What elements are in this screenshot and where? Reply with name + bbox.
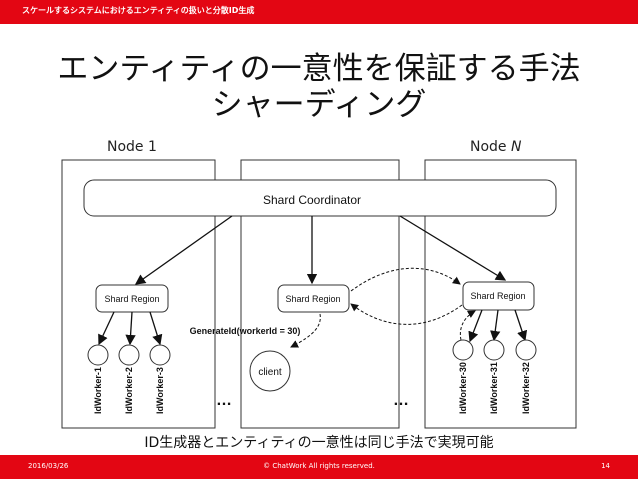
slide-title: エンティティの一意性を保証する手法 bbox=[57, 51, 581, 87]
footer-bar: 2016/03/26 © ChatWork All rights reserve… bbox=[0, 455, 638, 479]
client-response-dashed-arrow bbox=[290, 313, 321, 348]
worker-3-circle bbox=[149, 344, 171, 366]
footer-date: 2016/03/26 bbox=[28, 462, 69, 470]
region-n-to-worker-31-arrow bbox=[490, 309, 501, 342]
worker-32-circle bbox=[515, 339, 537, 361]
region-1-to-worker-2-arrow bbox=[125, 311, 136, 346]
shard-region-1-label: Shard Region bbox=[104, 294, 159, 304]
region-to-region-n-dashed-arrow bbox=[350, 267, 461, 292]
worker-3-label: IdWorker-3 bbox=[155, 367, 165, 414]
worker-2-label: IdWorker-2 bbox=[124, 367, 134, 414]
worker-2-circle bbox=[118, 344, 140, 366]
client-label: client bbox=[258, 367, 282, 378]
coordinator-to-region-n-arrow bbox=[399, 215, 507, 281]
generate-id-call-label: GenerateId(workerId = 30) bbox=[190, 326, 301, 336]
node-n-box bbox=[424, 159, 577, 429]
slide-caption: ID生成器とエンティティの一意性は同じ手法で実現可能 bbox=[144, 435, 494, 451]
worker-30-label: IdWorker-30 bbox=[458, 362, 468, 414]
worker-31-label: IdWorker-31 bbox=[489, 362, 499, 414]
region-1-to-worker-3-arrow bbox=[149, 311, 163, 346]
coordinator-to-region-1-arrow bbox=[134, 215, 233, 285]
shard-region-2-label: Shard Region bbox=[285, 294, 340, 304]
header-subtitle: スケールするシステムにおけるエンティティの扱いと分散ID生成 bbox=[22, 6, 255, 15]
worker-32-label: IdWorker-32 bbox=[521, 362, 531, 414]
page-number: 14 bbox=[601, 462, 610, 470]
node-1-label: Node 1 bbox=[107, 139, 157, 155]
shard-region-n bbox=[462, 281, 535, 311]
shard-coordinator-label: Shard Coordinator bbox=[263, 193, 361, 207]
worker-30-to-region-n-dashed-arrow bbox=[459, 310, 476, 341]
node-n-prefix: Node bbox=[470, 139, 511, 155]
node-2-box bbox=[240, 159, 400, 429]
region-n-to-worker-30-arrow bbox=[468, 309, 483, 343]
shard-coordinator-box bbox=[83, 179, 557, 217]
shard-region-n-label: Shard Region bbox=[470, 291, 525, 301]
node-n-label: Node N bbox=[470, 139, 521, 155]
worker-1-label: IdWorker-1 bbox=[93, 367, 103, 414]
client-circle bbox=[249, 350, 291, 392]
worker-30-circle bbox=[452, 339, 474, 361]
worker-31-circle bbox=[483, 339, 505, 361]
region-1-to-worker-1-arrow bbox=[98, 311, 115, 346]
region-n-to-worker-32-arrow bbox=[514, 309, 528, 342]
shard-region-2 bbox=[277, 284, 350, 313]
ellipsis-left: … bbox=[216, 392, 232, 409]
footer-copyright: © ChatWork All rights reserved. bbox=[263, 462, 375, 470]
region-n-to-region-dashed-arrow bbox=[350, 303, 463, 325]
worker-1-circle bbox=[87, 344, 109, 366]
node-1-box bbox=[61, 159, 216, 429]
ellipsis-right: … bbox=[393, 392, 409, 409]
node-n-letter: N bbox=[511, 139, 522, 155]
slide-subtitle: シャーディング bbox=[211, 87, 427, 123]
header-bar: スケールするシステムにおけるエンティティの扱いと分散ID生成 bbox=[0, 0, 638, 24]
